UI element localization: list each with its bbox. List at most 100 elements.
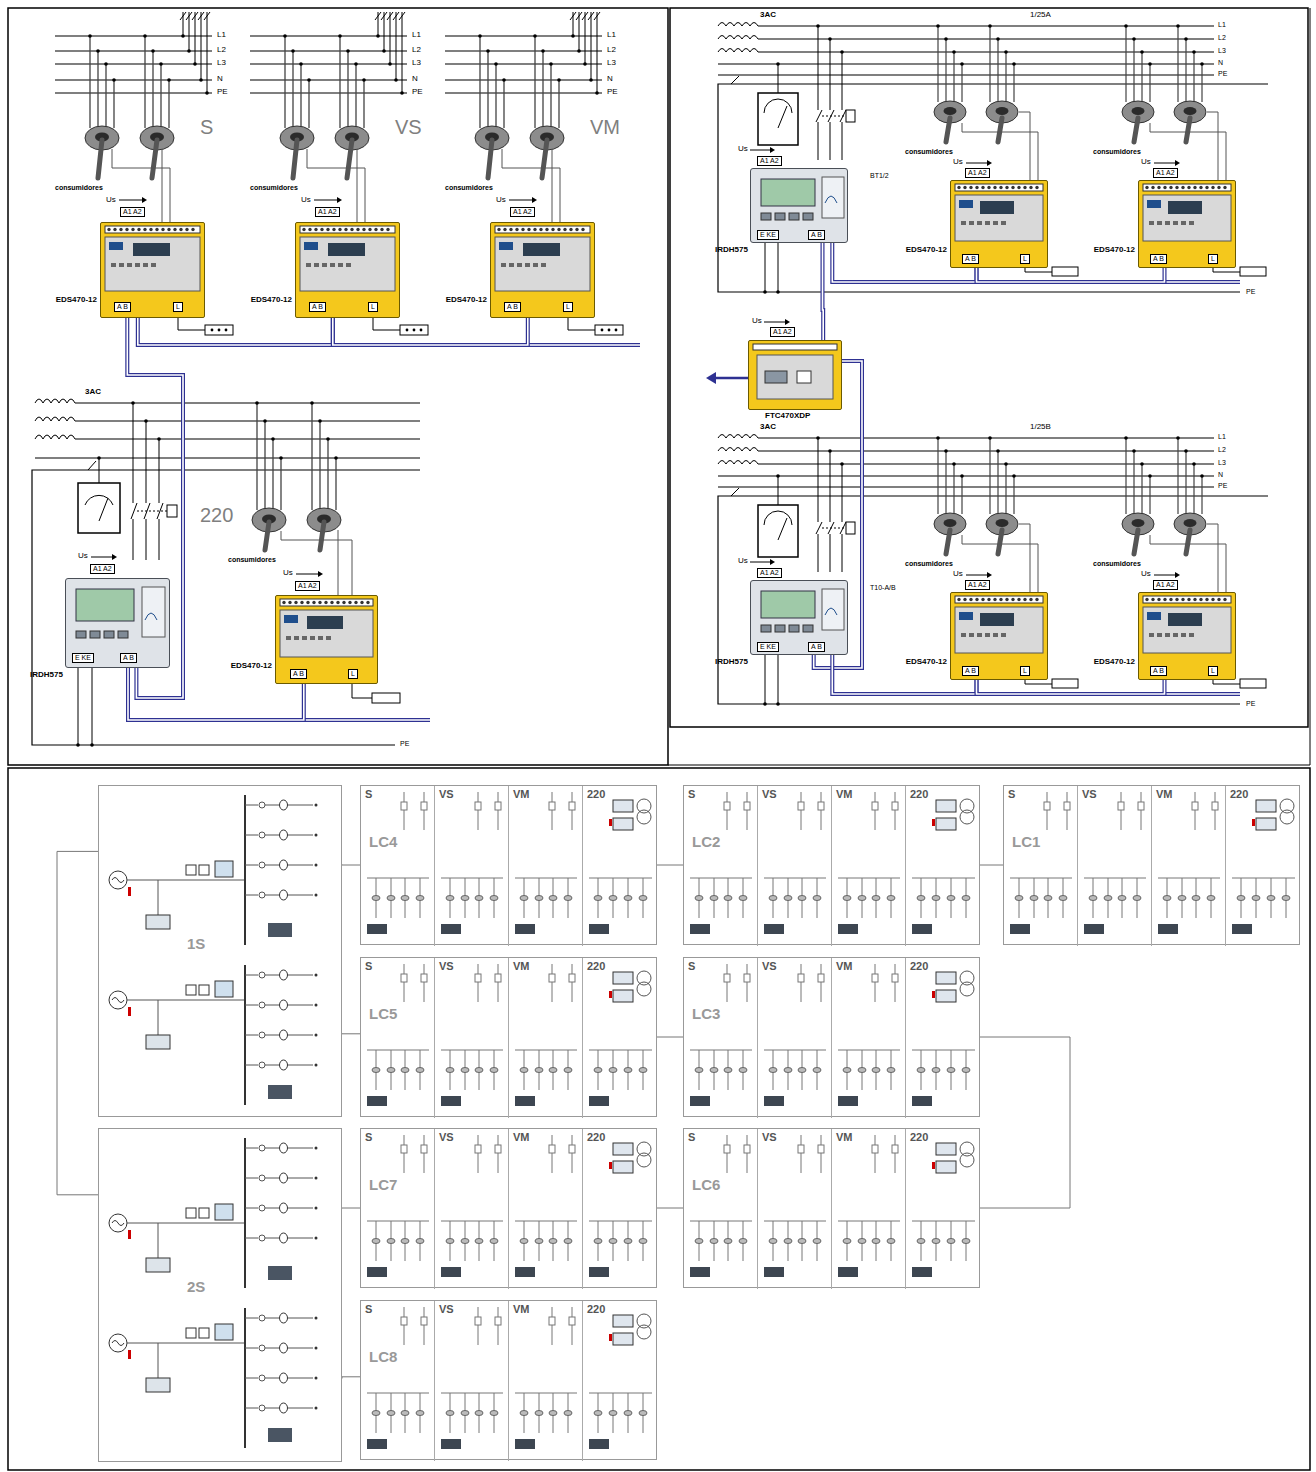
wire <box>747 1135 748 1173</box>
column-header: VS <box>439 960 454 972</box>
drawing-part <box>99 458 100 483</box>
terminal <box>294 601 297 604</box>
ftc-gateway: FTC470XDP <box>748 340 842 410</box>
text-label: PE <box>400 740 409 748</box>
led <box>127 263 132 267</box>
terminal <box>179 228 182 231</box>
lc-panel: LC6SVSVM220 <box>683 1128 980 1288</box>
front-panel <box>105 237 200 291</box>
button <box>761 625 771 632</box>
column-header: VS <box>439 1303 454 1315</box>
terminal <box>575 228 578 231</box>
wire <box>747 792 748 830</box>
text-label: 1/25B <box>1030 423 1051 432</box>
drawing-part <box>137 511 167 512</box>
terminal <box>185 228 188 231</box>
terminal <box>354 601 357 604</box>
breaker <box>549 1145 555 1153</box>
current-transformer <box>372 896 380 901</box>
led <box>326 636 331 640</box>
display <box>307 616 343 629</box>
bus-connector <box>822 243 824 340</box>
display <box>1168 201 1202 214</box>
drawing-part <box>263 419 267 423</box>
current-transformer <box>813 1239 821 1244</box>
breaker <box>1192 802 1198 810</box>
column-header: VM <box>836 788 853 800</box>
device-name: EDS470-12 <box>1094 658 1135 667</box>
wire <box>404 964 405 1002</box>
front-panel <box>1143 607 1231 653</box>
column-header: S <box>365 788 372 800</box>
breaker <box>818 974 824 982</box>
led <box>993 633 998 637</box>
wire <box>895 1135 896 1173</box>
eds-device-icon <box>690 1096 710 1106</box>
current-transformer <box>401 1239 409 1244</box>
current-transformer <box>564 1068 572 1073</box>
current-transformer <box>564 896 572 901</box>
current-transformer <box>461 1068 469 1073</box>
breaker <box>569 1145 575 1153</box>
button <box>90 631 100 638</box>
drawing-part <box>133 403 159 560</box>
front-panel <box>300 237 395 291</box>
column-header: 220 <box>587 1303 605 1315</box>
terminal-strip <box>955 596 1043 603</box>
terminal <box>1205 598 1208 601</box>
signal-connector <box>657 1037 683 1038</box>
current-transformer <box>372 1239 380 1244</box>
current-transformer <box>1178 896 1186 901</box>
current-transformer <box>520 896 528 901</box>
drawing-part <box>304 282 1240 720</box>
terminal <box>1199 598 1202 601</box>
display <box>761 591 815 618</box>
current-transformer <box>947 896 955 901</box>
wire <box>895 792 896 830</box>
led <box>310 636 315 640</box>
terminal-label: L <box>173 302 183 312</box>
eds-device-icon <box>589 1267 609 1277</box>
eds-device-icon <box>441 1096 461 1106</box>
device-name: EDS470-12 <box>1094 246 1135 255</box>
eds-device-icon <box>441 1439 461 1449</box>
current-transformer <box>609 1411 617 1416</box>
terminal-label: L <box>1020 254 1030 264</box>
signal-connector <box>342 1208 360 1209</box>
eds-device-icon <box>1158 924 1178 934</box>
current-transformer <box>858 1068 866 1073</box>
device-name: EDS470-12 <box>906 658 947 667</box>
current-transformer <box>639 1239 647 1244</box>
terminal-strip <box>300 226 395 233</box>
device-face <box>361 1129 435 1289</box>
drawing-part <box>76 743 80 747</box>
terminal <box>348 601 351 604</box>
current-transformer <box>549 1068 557 1073</box>
terminal <box>362 228 365 231</box>
signal-line <box>980 865 1003 866</box>
breaker <box>872 802 878 810</box>
feeder-column: 220 <box>583 1129 658 1289</box>
terminal <box>338 228 341 231</box>
drawing-part <box>8 768 1310 1470</box>
eds-device-icon <box>1084 924 1104 934</box>
wire <box>821 792 822 830</box>
transformer-winding <box>960 971 974 985</box>
feeder-column: VM <box>509 1129 583 1289</box>
feeder-column: VS <box>758 1129 832 1289</box>
terminal <box>1157 598 1160 601</box>
column-header: VM <box>836 1131 853 1143</box>
column-header: 220 <box>910 788 928 800</box>
device-face <box>906 1129 981 1289</box>
column-header: VM <box>513 788 530 800</box>
terminal <box>318 601 321 604</box>
bus-line-inner <box>333 318 528 345</box>
led <box>969 221 974 225</box>
terminal <box>957 186 960 189</box>
wire <box>875 792 876 830</box>
breaker <box>569 1317 575 1325</box>
terminal-label: A1 A2 <box>1153 168 1178 178</box>
current-transformer <box>962 896 970 901</box>
eds-device-icon <box>764 1096 784 1106</box>
current-transformer <box>769 896 777 901</box>
